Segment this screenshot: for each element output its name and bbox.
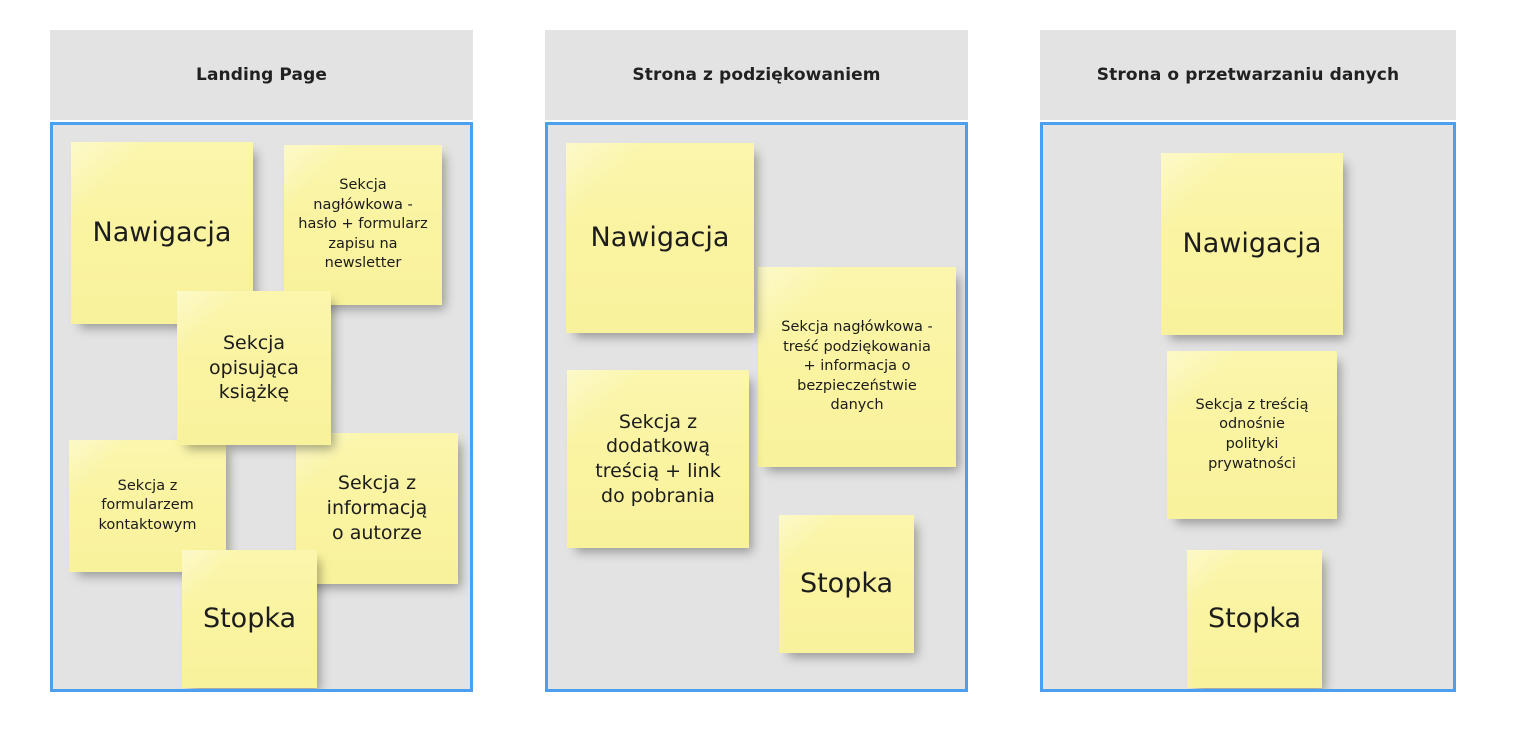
panel-header-strona-o-przetwarzaniu-danych [1040,30,1456,120]
panel-body-strona-z-podziekowaniem: Nawigacja Sekcja nagłówkowa - treść podz… [545,122,968,692]
sticky-note-sekcja-formularz[interactable]: Sekcja z formularzem kontaktowym [69,440,226,572]
sticky-note-sekcja-dodatkowa[interactable]: Sekcja z dodatkową treścią + link do pob… [567,370,749,548]
sticky-note-sekcja-polityka[interactable]: Sekcja z treścią odnośnie polityki prywa… [1167,351,1337,519]
panel-landing-page: Landing Page Nawigacja Sekcja nagłówkowa… [50,30,473,692]
sticky-note-label: Stopka [1207,602,1302,634]
panel-strona-o-przetwarzaniu-danych: Strona o przetwarzaniu danych Nawigacja … [1040,30,1456,692]
panel-title-strona-o-przetwarzaniu-danych: Strona o przetwarzaniu danych [1096,65,1400,85]
panel-header-strona-z-podziekowaniem [545,30,968,120]
sticky-note-label: Sekcja z informacją o autorze [326,472,428,544]
panel-body-strona-o-przetwarzaniu-danych: Nawigacja Sekcja z treścią odnośnie poli… [1040,122,1456,692]
sticky-note-label: Nawigacja [590,221,730,253]
sticky-note-label: Sekcja z dodatkową treścią + link do pob… [595,410,721,507]
sticky-note-label: Nawigacja [1182,227,1322,259]
sticky-note-nawigacja[interactable]: Nawigacja [1161,153,1343,335]
sticky-note-stopka[interactable]: Stopka [1187,550,1322,688]
panel-title-landing-page: Landing Page [196,65,327,85]
sticky-note-label: Sekcja z formularzem kontaktowym [98,477,197,533]
panel-header-landing-page [50,30,473,120]
sticky-note-nawigacja[interactable]: Nawigacja [71,142,253,324]
panel-strona-z-podziekowaniem: Strona z podziękowaniem Nawigacja Sekcja… [545,30,968,692]
sticky-note-sekcja-opisujaca[interactable]: Sekcja opisująca książkę [177,291,331,445]
sticky-note-label: Sekcja nagłówkowa - treść podziękowania … [781,319,933,414]
sticky-note-stopka[interactable]: Stopka [779,515,914,653]
sticky-note-label: Sekcja opisująca książkę [209,331,299,404]
sticky-note-sekcja-autor[interactable]: Sekcja z informacją o autorze [296,433,458,584]
panel-body-landing-page: Nawigacja Sekcja nagłówkowa - hasło + fo… [50,122,473,692]
sticky-note-label: Nawigacja [92,216,232,248]
sticky-note-label: Sekcja z treścią odnośnie polityki prywa… [1195,396,1309,472]
sticky-note-label: Sekcja nagłówkowa - hasło + formularz za… [298,177,428,272]
sticky-note-sekcja-naglowkowa[interactable]: Sekcja nagłówkowa - treść podziękowania … [758,267,956,467]
panel-title-strona-z-podziekowaniem: Strona z podziękowaniem [632,65,881,85]
sticky-note-label: Stopka [202,602,297,634]
sticky-note-stopka[interactable]: Stopka [182,550,317,688]
sticky-note-label: Stopka [799,567,894,599]
sticky-note-sekcja-naglowkowa[interactable]: Sekcja nagłówkowa - hasło + formularz za… [284,145,442,305]
sticky-note-nawigacja[interactable]: Nawigacja [566,143,754,333]
